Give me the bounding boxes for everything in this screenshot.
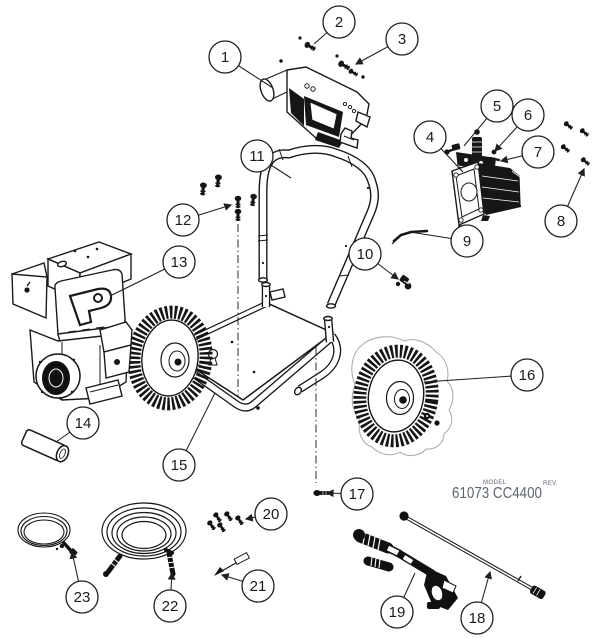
engine-drawing xyxy=(11,241,133,405)
callout-circle xyxy=(544,204,578,238)
callout-circle xyxy=(322,5,356,39)
callout-circle xyxy=(162,245,196,279)
model-number: 61073 CC4400 xyxy=(452,485,542,502)
callout-circle xyxy=(348,237,382,271)
siphon-tube-coil-drawing xyxy=(17,512,78,557)
callout-circle xyxy=(65,580,99,614)
callout-number: 2 xyxy=(335,14,343,31)
callout-number: 18 xyxy=(469,610,486,627)
callout-circle xyxy=(241,569,275,603)
left-wheel-drawing xyxy=(127,305,213,411)
callout-number: 17 xyxy=(349,486,366,503)
callout-7: 7 xyxy=(499,135,555,169)
callout-number: 3 xyxy=(398,31,406,48)
screw-set-20-drawing xyxy=(206,510,245,534)
nozzle-tool-drawing xyxy=(214,551,251,576)
callout-number: 19 xyxy=(389,604,406,621)
spare-wheel-drawing xyxy=(351,336,454,457)
screw-set-12-drawing xyxy=(199,174,258,221)
callout-number: 20 xyxy=(263,506,280,523)
callout-number: 16 xyxy=(519,367,536,384)
callout-circle xyxy=(450,224,484,258)
callout-circle xyxy=(166,203,200,237)
spray-wand-drawing xyxy=(399,511,546,600)
callout-17: 17 xyxy=(325,477,374,511)
callout-15: 15 xyxy=(162,392,216,482)
callout-circle xyxy=(153,589,187,623)
callout-4: 4 xyxy=(413,120,464,173)
callout-14: 14 xyxy=(55,406,100,443)
callout-circle xyxy=(162,448,196,482)
callout-number: 13 xyxy=(171,254,188,271)
callout-12: 12 xyxy=(166,203,233,237)
callout-number: 7 xyxy=(534,144,542,161)
callout-2: 2 xyxy=(313,5,356,45)
callout-circle xyxy=(460,601,494,635)
pump-assembly-drawing xyxy=(444,129,522,231)
callout-number: 1 xyxy=(221,49,229,66)
callout-number: 4 xyxy=(426,129,434,146)
model-label: MODEL: xyxy=(483,480,508,486)
callout-circle xyxy=(413,120,447,154)
callout-circle xyxy=(254,497,288,531)
callout-22: 22 xyxy=(153,571,187,623)
callout-circle xyxy=(380,595,414,629)
callout-circle xyxy=(511,98,545,132)
screw-set-3-drawing xyxy=(335,54,365,79)
callout-20: 20 xyxy=(244,497,288,531)
callout-9: 9 xyxy=(409,224,484,258)
callout-circle xyxy=(385,22,419,56)
callout-18: 18 xyxy=(460,570,494,635)
callout-16: 16 xyxy=(423,358,544,392)
callout-number: 5 xyxy=(493,98,501,115)
screw-set-2-drawing xyxy=(279,36,317,63)
rev-label: REV. xyxy=(543,481,558,487)
callout-10: 10 xyxy=(348,237,399,280)
centerlines xyxy=(237,224,317,483)
callout-number: 12 xyxy=(175,212,192,229)
callout-13: 13 xyxy=(109,245,196,297)
screw-set-8-drawing xyxy=(559,120,591,167)
callout-number: 14 xyxy=(75,415,92,432)
callout-1: 1 xyxy=(208,40,274,89)
callout-number: 23 xyxy=(74,589,91,606)
callout-circle xyxy=(208,40,242,74)
console-panel-drawing xyxy=(259,66,371,149)
pressure-hose-coil-drawing xyxy=(101,502,187,577)
callout-circle xyxy=(521,135,555,169)
callout-19: 19 xyxy=(380,572,416,629)
callout-3: 3 xyxy=(354,22,419,65)
callout-circle xyxy=(240,139,274,173)
callout-number: 22 xyxy=(162,598,179,615)
callout-6: 6 xyxy=(494,98,545,152)
callout-11: 11 xyxy=(240,139,292,179)
spray-gun-drawing xyxy=(353,529,458,610)
callout-number: 6 xyxy=(524,107,532,124)
callout-23: 23 xyxy=(65,550,99,614)
callout-number: 21 xyxy=(250,578,267,595)
handle-drawing xyxy=(257,144,379,309)
tube-fitting-9-drawing xyxy=(391,229,429,245)
callout-circle xyxy=(510,358,544,392)
callout-number: 10 xyxy=(357,246,374,263)
callout-circle xyxy=(66,406,100,440)
callout-8: 8 xyxy=(544,167,585,238)
frame-stub-tubes-drawing xyxy=(261,281,335,343)
callout-5: 5 xyxy=(463,89,514,147)
callout-number: 9 xyxy=(463,233,471,250)
fitting-10-drawing xyxy=(395,275,412,290)
callout-number: 11 xyxy=(249,148,265,165)
callout-21: 21 xyxy=(220,569,275,603)
tube-14-drawing xyxy=(20,429,70,463)
callout-number: 15 xyxy=(171,457,188,474)
callout-circle xyxy=(340,477,374,511)
callout-circle xyxy=(480,89,514,123)
leader-line xyxy=(423,374,528,383)
model-plate: MODEL: REV. 61073 CC4400 xyxy=(452,480,558,502)
callout-number: 8 xyxy=(557,213,565,230)
